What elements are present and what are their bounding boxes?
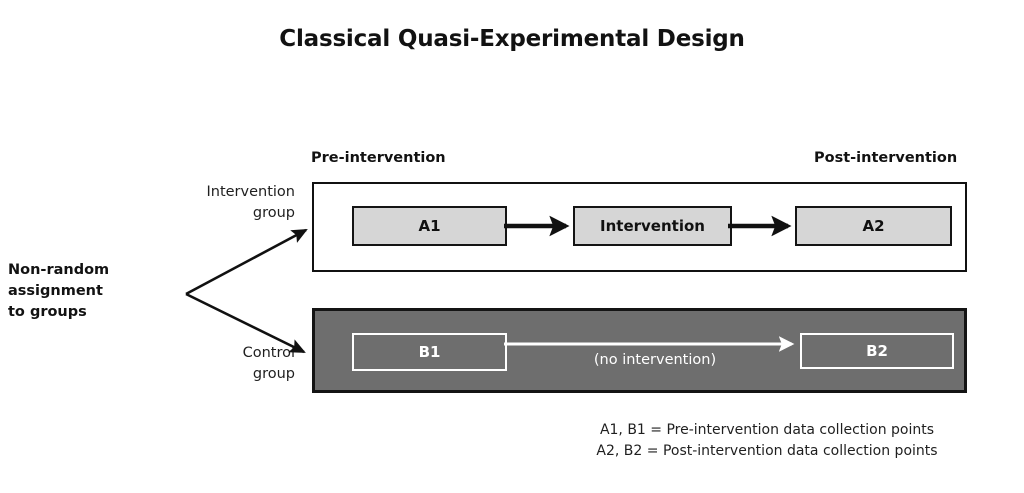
intervention-group-label-line2: group [252, 205, 295, 221]
node-b1[interactable]: B1 [352, 333, 507, 371]
source-label: Non-random assignment to groups [8, 260, 168, 323]
no-intervention-caption: (no intervention) [593, 352, 717, 368]
control-group-label: Control group [165, 343, 295, 385]
arrow-intervention-to-a2 [728, 215, 792, 237]
control-group-label-line1: Control [242, 345, 295, 361]
intervention-group-row: A1 Intervention A2 [312, 182, 967, 272]
node-b2[interactable]: B2 [800, 333, 954, 369]
column-header-post-intervention: Post-intervention [814, 150, 958, 166]
intervention-group-label-line1: Intervention [206, 184, 295, 200]
legend: A1, B1 = Pre-intervention data collectio… [567, 420, 967, 462]
intervention-group-label: Intervention group [165, 182, 295, 224]
control-group-label-line2: group [252, 366, 295, 382]
column-header-pre-intervention: Pre-intervention [311, 150, 446, 166]
control-group-row: B1 (no intervention) B2 [312, 308, 967, 393]
source-label-line1: Non-random [8, 262, 110, 278]
legend-line-pre: A1, B1 = Pre-intervention data collectio… [599, 422, 935, 438]
legend-line-post: A2, B2 = Post-intervention data collecti… [596, 443, 938, 459]
page-title: Classical Quasi-Experimental Design [279, 26, 745, 52]
node-a1[interactable]: A1 [352, 206, 507, 246]
node-intervention[interactable]: Intervention [573, 206, 732, 246]
source-label-line2: assignment [8, 283, 103, 299]
node-a2[interactable]: A2 [795, 206, 952, 246]
source-label-line3: to groups [8, 304, 87, 320]
arrow-a1-to-intervention [504, 215, 570, 237]
branch-arrow-to-intervention [185, 228, 308, 296]
